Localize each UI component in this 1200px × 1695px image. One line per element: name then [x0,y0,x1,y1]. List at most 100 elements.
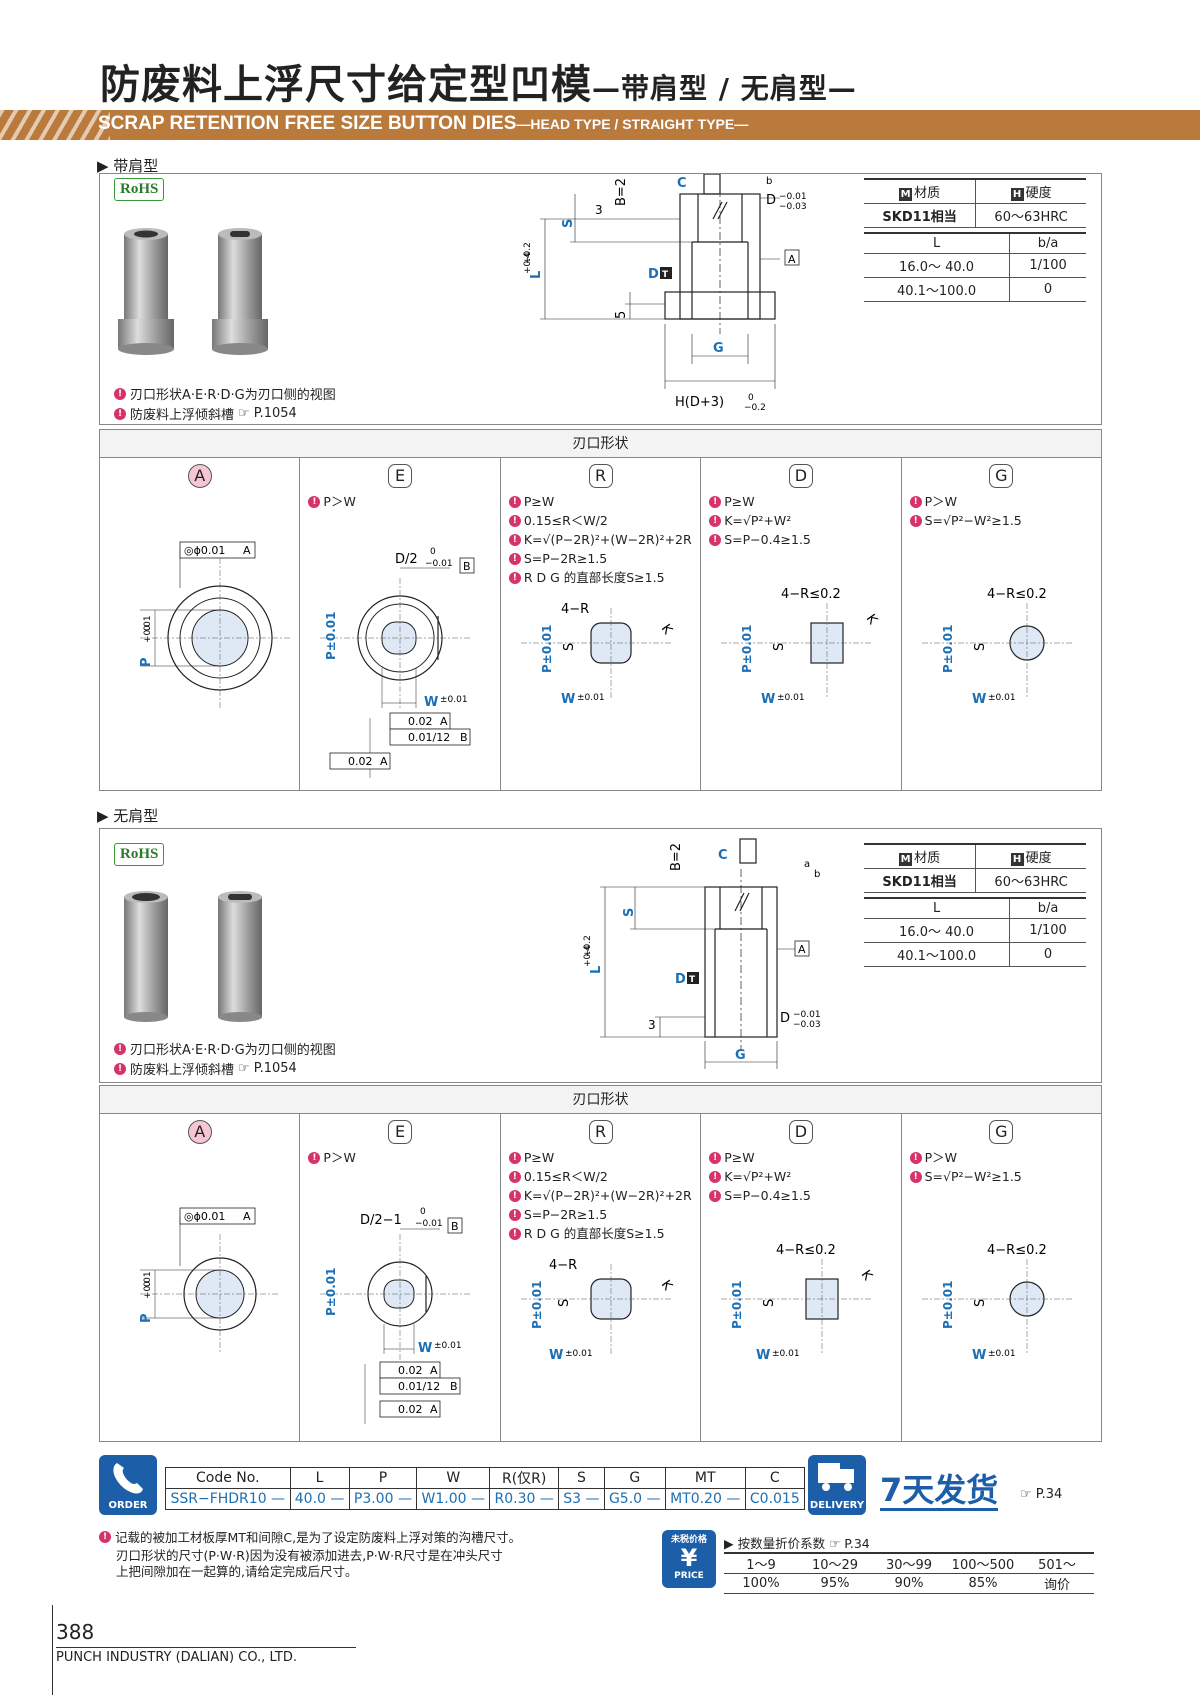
phone-icon [113,1463,143,1494]
shape-a-drawing: ◎ϕ0.01 A P +0.01 0 [139,1207,280,1354]
order-header: W [416,1467,491,1489]
cond: S=P−2R≥1.5 [523,551,608,566]
shape-e-conds: !P＞W [308,492,356,511]
dim-d2: D/2−1 [360,1213,402,1228]
note-icon: ! [709,514,722,527]
cond: P≥W [523,494,555,509]
fc3-ref: A [430,1403,438,1416]
dim-d-lo: −0.03 [793,1020,821,1030]
qty: 1～9 [724,1552,798,1574]
shape-letter: A [187,464,212,488]
shape-d-conds: !P≥W !K=√P²+W² !S=P−0.4≥1.5 [709,1148,811,1205]
dim-r: 4−R≤0.2 [987,1243,1047,1258]
shape-e-drawing: D/2 0 −0.01 B P±0.01 W ±0.01 0.02 A 0.01… [320,547,475,778]
dim-h-lo: −0.2 [744,403,766,413]
dim-d2-lo: −0.01 [425,559,453,569]
price-ref[interactable]: ☞ P.34 [829,1536,870,1551]
page-title-en: SCRAP RETENTION FREE SIZE BUTTON DIES—HE… [98,113,749,134]
hardness-header: 硬度 [1025,851,1052,866]
shape-letter: R [588,464,613,488]
order-header: R(仅R) [489,1467,560,1489]
cond: P≥W [523,1150,555,1165]
dim-h: H(D+3) [675,395,724,410]
dim-a: a [804,859,810,870]
note-icon: ! [508,514,521,527]
dim-w-tol: ±0.01 [577,693,605,703]
shape-letter: R [588,1120,613,1144]
note-icon: ! [114,387,126,400]
fc3-ref: A [380,755,388,768]
order-value: R0.30 — [489,1488,560,1510]
order-value: MT0.20 — [664,1488,746,1510]
dim-a: a [756,174,762,175]
ba-value: 1/100 [1009,918,1086,943]
shape-e-drawing: D/2−1 0 −0.01 B P±0.01 W ±0.01 0.02 A 0.… [320,1207,471,1424]
shape-panel-straight: 刃口形状 A ◎ϕ0.01 A P +0.01 0 E !P＞W [99,1085,1102,1442]
dim-k: K [658,622,675,638]
footnote-2: 刃口形状的尺寸(P·W·R)因为没有被添加进去,P·W·R尺寸是在冲头尺寸 [116,1548,503,1563]
note-icon: ! [308,495,321,508]
dim-k: K [858,1268,875,1284]
note-icon: ! [508,1208,521,1221]
delivery-days: 7天发货 [880,1471,999,1511]
cond: K=√P²+W² [724,1169,792,1184]
price-label: PRICE [674,1571,704,1581]
material-value: SKD11相当 [864,203,976,228]
l-range: 16.0～ 40.0 [864,918,1010,943]
dim-b2: B=2 [614,178,629,206]
fc2: 0.01/12 [398,1380,440,1393]
dim-w-tol: ±0.01 [772,1349,800,1359]
l-range: 40.1～100.0 [864,277,1010,302]
qty: 100～500 [946,1552,1020,1574]
shape-r-drawing: 4−R K P±0.01 S W ±0.01 [520,602,675,707]
fc1-ref: A [430,1364,438,1377]
dim-w: W [756,1348,770,1363]
note-icon: ! [709,1170,722,1183]
shape-d-drawing: 4−R≤0.2 K P±0.01 S W ±0.01 [721,1243,875,1363]
dim-d2-up: 0 [430,547,436,557]
ba-value: 0 [1009,942,1086,967]
ref-link[interactable]: ☞ P.1054 [238,406,297,421]
order-value: G5.0 — [603,1488,666,1510]
shape-col-g: G !P＞W !S=√P²−W²≥1.5 4−R≤0.2 P±0.01 S W … [902,458,1101,790]
delivery-ref[interactable]: ☞ P.34 [1020,1487,1063,1502]
cond: S=√P²−W²≥1.5 [924,513,1022,528]
section-label-head: ▶ 带肩型 [97,157,159,175]
note-icon: ! [909,1170,922,1183]
cond: S=P−0.4≥1.5 [724,1188,811,1203]
dim-p: P±0.01 [540,625,554,673]
note-icon: ! [909,1151,922,1164]
material-header: 材质 [914,851,941,866]
product-photo [118,228,268,355]
order-header: P [348,1467,418,1489]
dim-dt: D [648,267,659,282]
ba-header: b/a [1009,897,1086,919]
cond: P≥W [724,1150,755,1165]
dim-s: S [561,219,576,228]
t-icon: T [689,975,696,985]
hardness-icon: H [1010,853,1024,866]
rate: 85% [946,1573,1020,1594]
dim-c: C [677,176,687,191]
ref-link[interactable]: ☞ P.1054 [238,1061,297,1076]
rate: 询价 [1020,1573,1094,1594]
title-banner [0,110,1200,140]
dim-g: G [735,1048,746,1063]
shape-col-r: R !P≥W !0.15≤R＜W/2 !K=√(P−2R)²+(W−2R)²+2… [501,1114,702,1441]
dim-s: S [557,1299,572,1307]
cond: K=√(P−2R)²+(W−2R)²+2R [523,1188,692,1203]
a-fc: ◎ϕ0.01 [184,1210,225,1223]
fc1: 0.02 [408,715,433,728]
footnote-3: 上把间隙加在一起算的,请给定完成后尺寸。 [116,1564,358,1579]
price-title: ▶ 按数量折价系数 ☞ P.34 [724,1536,870,1551]
page-number: 388 [56,1620,95,1644]
ba-value: 0 [1009,277,1086,302]
dim-h-up: 0 [748,393,754,403]
hardness-header: 硬度 [1025,186,1052,201]
cond: S=√P²−W²≥1.5 [924,1169,1022,1184]
hardness-icon: H [1010,188,1024,201]
